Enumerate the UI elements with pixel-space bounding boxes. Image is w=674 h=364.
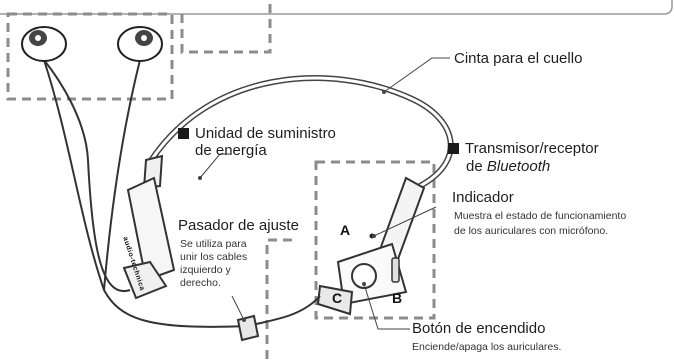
- earpiece-dashed-box: [6, 12, 174, 101]
- neckband-leader: [383, 57, 450, 93]
- power-button-leader: [363, 283, 410, 330]
- left-earbud: [21, 26, 67, 62]
- power-button-desc: Enciende/apaga los auriculares.: [412, 341, 562, 353]
- square-bullet: [178, 128, 189, 139]
- right-cable: [247, 295, 321, 327]
- part-letter-b: B: [392, 290, 403, 306]
- clip-desc-3: izquierdo y: [180, 264, 231, 276]
- indicator-desc-1: Muestra el estado de funcionamiento: [454, 210, 627, 222]
- earpiece-dashed-extension: [180, 0, 272, 54]
- power-button: [351, 263, 377, 289]
- indicator-leader: [373, 206, 437, 237]
- power-unit-label: Unidad de suministro: [178, 125, 336, 142]
- power-unit-label-2: de energía: [195, 142, 267, 159]
- power-unit-line1: Unidad de suministro: [195, 125, 336, 142]
- clip-dashed-line: [265, 238, 292, 364]
- power-unit-leader: [199, 153, 230, 179]
- bluetooth-label: Transmisor/receptor: [448, 140, 599, 157]
- clip-desc-1: Se utiliza para: [180, 238, 247, 250]
- part-letter-a: A: [340, 222, 351, 238]
- clip-title: Pasador de ajuste: [178, 217, 299, 234]
- bluetooth-prefix: de: [466, 158, 487, 175]
- power-button-title: Botón de encendido: [412, 320, 546, 337]
- adjustment-clip: [236, 314, 260, 342]
- left-cable: [43, 59, 131, 293]
- clip-desc-4: derecho.: [180, 277, 221, 289]
- power-supply-unit: [122, 154, 176, 300]
- neck-band-label: Cinta para el cuello: [454, 50, 583, 67]
- volume-button: [391, 257, 400, 283]
- clip-leader: [231, 295, 245, 321]
- square-bullet: [448, 143, 459, 154]
- bluetooth-word: Bluetooth: [486, 158, 551, 175]
- indicator-title: Indicador: [452, 189, 514, 206]
- right-earbud: [117, 26, 163, 62]
- earbud-cable-right: [103, 59, 141, 291]
- earbud-cable-left: [43, 59, 249, 328]
- clip-desc-2: unir los cables: [180, 251, 248, 263]
- part-letter-c: C: [332, 290, 343, 306]
- bluetooth-line1: Transmisor/receptor: [465, 140, 599, 157]
- top-frame-line: [0, 0, 673, 15]
- bluetooth-label-2: de Bluetooth: [466, 158, 550, 175]
- indicator-desc-2: de los auriculares con micrófono.: [454, 225, 609, 237]
